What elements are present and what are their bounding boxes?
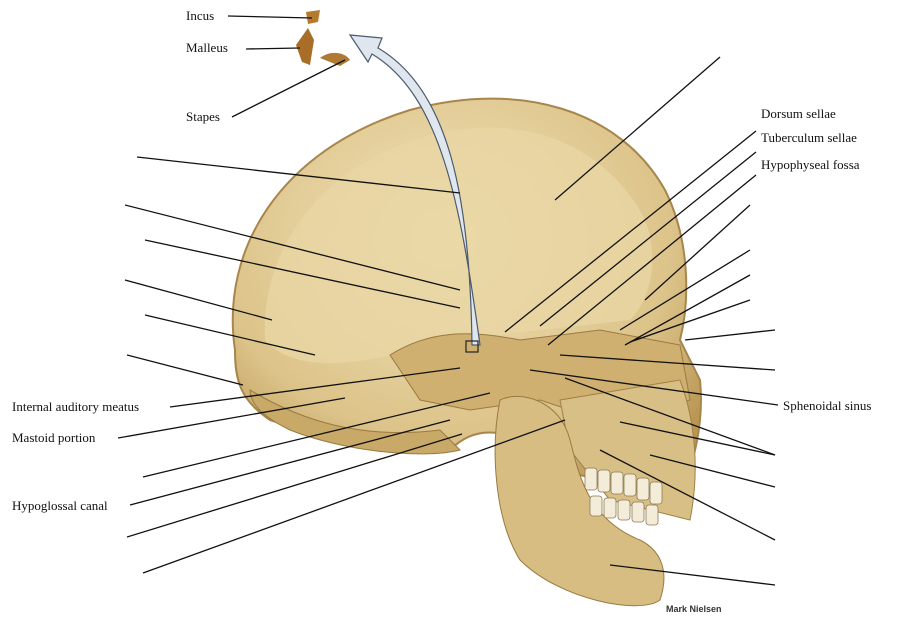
curved-arrow: [348, 34, 481, 346]
label-hypophyseal-fossa: Hypophyseal fossa: [761, 157, 860, 172]
malleus-bone: [296, 28, 314, 65]
label-internal-auditory-meatus: Internal auditory meatus: [12, 399, 140, 414]
label-malleus: Malleus: [186, 40, 228, 55]
label-stapes: Stapes: [186, 109, 220, 124]
mandible: [494, 395, 665, 607]
mastoid: [249, 389, 461, 455]
incus-bone: [306, 10, 320, 24]
label-mastoid-portion: Mastoid portion: [12, 430, 96, 445]
teeth: [584, 467, 663, 526]
label-sphenoidal-sinus: Sphenoidal sinus: [783, 398, 872, 413]
label-tuberculum-sellae: Tuberculum sellae: [761, 130, 857, 145]
inset-box: [465, 340, 479, 353]
stapes-bone: [320, 52, 350, 66]
credit: Mark Nielsen: [666, 604, 722, 614]
label-incus: Incus: [186, 8, 215, 23]
inner-vault: [264, 127, 653, 364]
leader-lines: [117, 15, 779, 586]
label-dorsum-sellae: Dorsum sellae: [761, 106, 836, 121]
label-hypoglossal-canal: Hypoglossal canal: [12, 498, 108, 513]
